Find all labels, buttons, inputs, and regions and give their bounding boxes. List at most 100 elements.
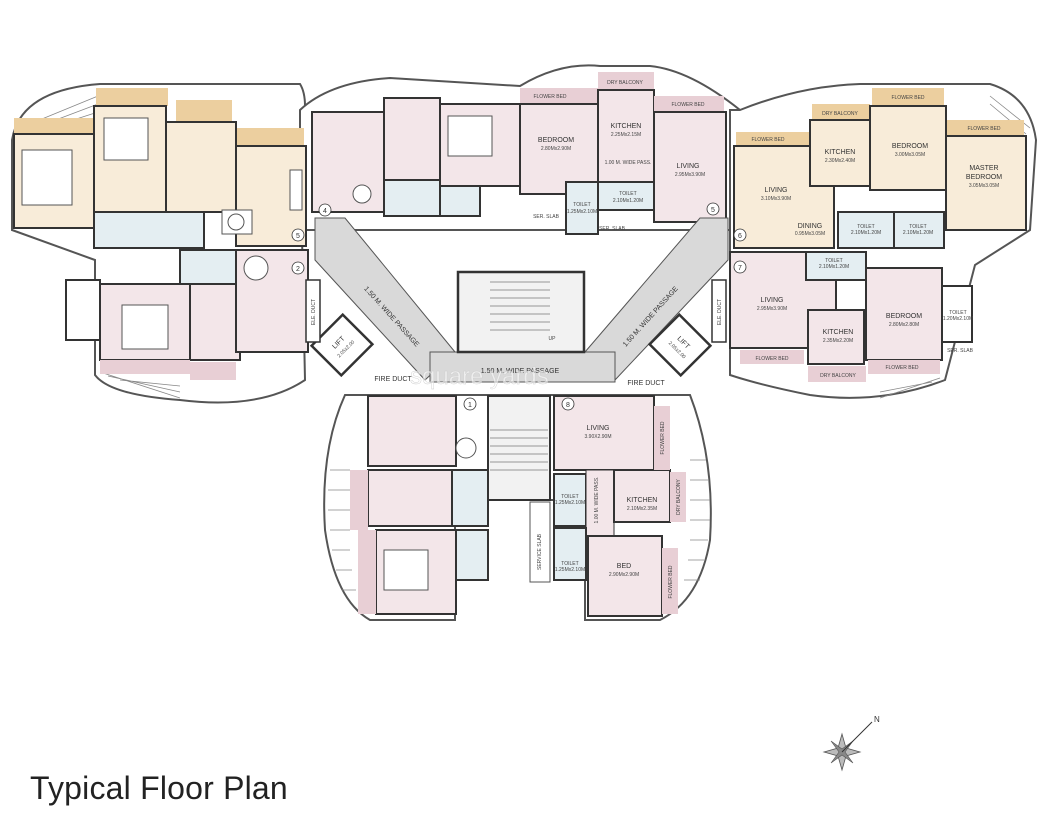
left-low-bed (121, 304, 169, 350)
top-drybalcony (598, 72, 654, 90)
flat-markers (291, 202, 747, 411)
left-low-toilets (179, 249, 237, 285)
flat-marker-7 (733, 260, 747, 274)
label-flower-bed-c: FLOWER BED (751, 137, 784, 143)
label-bedroom-a: BEDROOM (538, 137, 574, 144)
label-service-slab: SERVICE SLAB (537, 533, 543, 570)
label-kitchen-a: KITCHEN (611, 123, 642, 130)
label-flower-bed-e: FLOWER BED (967, 126, 1000, 132)
label-master-2: BEDROOM (966, 174, 1002, 181)
label-flower-bed-f: FLOWER BED (755, 356, 788, 362)
left-toilets (93, 211, 205, 249)
flat-marker-1 (463, 397, 477, 411)
left-low-flowerbed-2 (190, 362, 236, 380)
label-fire-duct-right: FIRE DUCT (627, 380, 665, 387)
bottom-flowerbed-left-2 (358, 530, 376, 614)
top-bed-furniture (447, 115, 493, 157)
label-living-b: LIVING (765, 187, 788, 194)
left-room-3 (165, 121, 237, 213)
label-ser-slab-a: SER. SLAB (533, 214, 560, 220)
left-low-flowerbed-1 (100, 360, 190, 374)
right-drybalcony (812, 104, 870, 120)
top-flowerbed-2 (654, 96, 724, 112)
label-dining-b: DINING (798, 223, 823, 230)
right-toilet-c2 (941, 285, 973, 343)
label-bed-d-dim: 2.90Mx2.90M (609, 572, 639, 578)
label-bed-d: BED (617, 563, 631, 570)
label-living-d-dim: 3.90X2.90M (585, 434, 612, 440)
lift-right (647, 312, 713, 378)
right-kitchen-room (809, 119, 871, 187)
label-bedroom-b-dim: 3.00Mx3.05M (895, 152, 925, 158)
flat-number-8: 8 (566, 402, 570, 409)
label-living-b-dim: 3.10Mx3.90M (761, 196, 791, 202)
label-kitchen-c: KITCHEN (823, 329, 854, 336)
bottom-service-slab (529, 501, 551, 583)
left-balcony-2 (96, 88, 168, 106)
top-dining-table (352, 184, 372, 204)
staircase-bottom (487, 395, 551, 501)
label-toilet-c2-dim: 1.20Mx2.10M (943, 316, 973, 322)
label-master-dim: 3.05Mx3.05M (969, 183, 999, 189)
flat-marker-5 (291, 228, 305, 242)
label-living-c-dim: 2.95Mx3.90M (757, 306, 787, 312)
top-toilet-4 (383, 179, 441, 217)
label-toilet-c1-dim: 2.10Mx1.20M (819, 264, 849, 270)
label-toilet-a1: TOILET (573, 202, 590, 208)
stripe-bottom-right (879, 377, 941, 399)
compass-rose-icon (822, 721, 873, 772)
right-wing (729, 88, 1027, 382)
label-toilet-d2-dim: 1.25Mx2.10M (555, 567, 585, 573)
left-duct (305, 279, 321, 343)
staircase-top (456, 270, 586, 354)
bottom-flowerbed-left (350, 470, 368, 530)
bottom-bed-8 (587, 535, 663, 617)
plan-title: Typical Floor Plan (30, 770, 288, 806)
label-living-a-dim: 2.95Mx3.90M (675, 172, 705, 178)
label-living-a: LIVING (677, 163, 700, 170)
flat-number-5b: 5 (711, 207, 715, 214)
label-toilet-b1: TOILET (857, 224, 874, 230)
label-toilet-a2: TOILET (619, 191, 636, 197)
label-dry-balcony-d: DRY BALCONY (676, 479, 682, 515)
label-dry-balcony-a: DRY BALCONY (607, 80, 643, 86)
label-flower-bed-i: FLOWER BED (668, 565, 674, 598)
lift-left (309, 312, 375, 378)
label-kitchen-b-dim: 2.30Mx2.40M (825, 158, 855, 164)
bottom-drybalcony-r (670, 472, 686, 522)
left-table-chairs (227, 213, 245, 231)
bottom-kitchen-1 (367, 469, 453, 527)
flat-number-6: 6 (738, 233, 742, 240)
stripe-bottom-left (99, 371, 181, 399)
label-kitchen-a-dim: 2.25Mx2.15M (611, 132, 641, 138)
flat-marker-2 (291, 261, 305, 275)
label-ele-duct-left: ELE. DUCT (311, 299, 317, 325)
label-dining-b-dim: 0.95Mx3.05M (795, 231, 825, 237)
bottom-round-table (455, 437, 477, 459)
label-toilet-d1-dim: 1.25Mx2.10M (555, 500, 585, 506)
top-bedroom-room (519, 103, 599, 195)
right-duct (711, 279, 727, 343)
label-toilet-c2: TOILET (949, 310, 966, 316)
label-bedroom-c-dim: 2.80Mx2.80M (889, 322, 919, 328)
bottom-flowerbed-r2 (662, 548, 678, 614)
bottom-toilet-8b (553, 527, 587, 581)
flat-marker-8 (561, 397, 575, 411)
label-flower-bed-g: FLOWER BED (885, 365, 918, 371)
flat-number-4: 4 (323, 208, 327, 215)
label-toilet-d1: TOILET (561, 494, 578, 500)
flat-marker-5b (706, 202, 720, 216)
flat-number-5: 5 (296, 233, 300, 240)
left-balcony-3 (176, 100, 232, 122)
bottom-bed-1-furniture (383, 549, 429, 591)
top-center (311, 72, 727, 235)
right-master-room (945, 135, 1027, 231)
right-toilet-c1 (805, 251, 867, 281)
core (305, 217, 729, 501)
label-ser-slab-b: SER. SLAB (599, 226, 626, 232)
bottom-center (350, 395, 686, 617)
label-toilet-d2: TOILET (561, 561, 578, 567)
label-flower-bed-d: FLOWER BED (891, 95, 924, 101)
label-bedroom-c: BEDROOM (886, 313, 922, 320)
label-toilet-b1-dim: 2.10Mx1.20M (851, 230, 881, 236)
